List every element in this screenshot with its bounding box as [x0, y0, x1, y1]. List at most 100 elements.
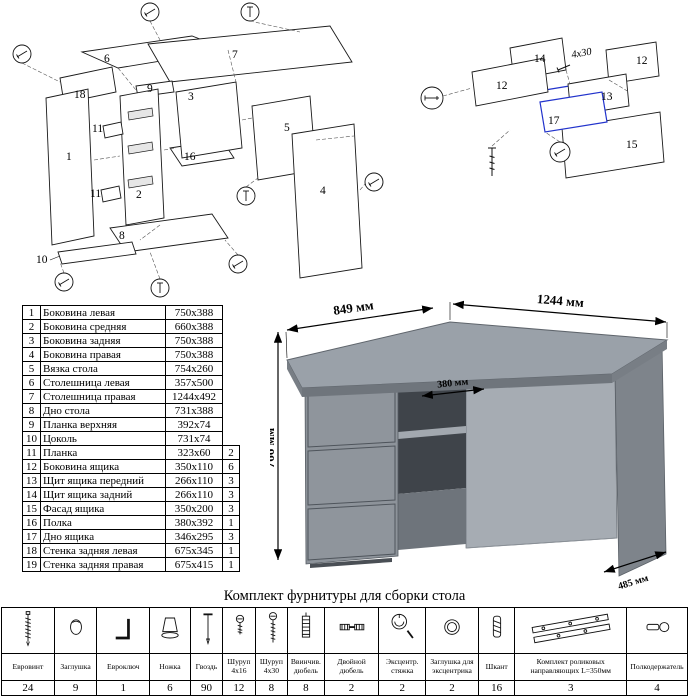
hardware-name: Гвоздь [189, 653, 224, 681]
exploded-assembly-svg: 6 7 18 9 1 11 2 11 16 3 5 4 8 10 [12, 2, 384, 298]
cap-icon [69, 619, 82, 635]
desk-open-niche [398, 380, 466, 494]
parts-table-cell: 6 [222, 459, 240, 474]
parts-table-cell: 4 [22, 347, 41, 362]
parts-table-cell: Боковина правая [40, 347, 166, 362]
drawer-front-2 [307, 445, 396, 506]
alignment-lines [21, 20, 375, 280]
dim-niche: 380 мм [437, 376, 469, 390]
parts-table-cell: Боковина средняя [40, 319, 166, 334]
hardware-kit-table: Евровинт Заглушка Евроключ Ножка Гвоздь … [1, 607, 688, 696]
dim-left-width: 849 мм [332, 297, 374, 318]
hardware-name: Шуруп 4x16 [222, 653, 256, 681]
parts-table-cell: 2 [222, 445, 240, 460]
hardware-kit-title: Комплект фурнитуры для сборки стола [223, 588, 466, 604]
fastener-callouts [12, 2, 384, 298]
drawer-alignment-lines [442, 69, 630, 147]
parts-table-cell: 675x415 [165, 557, 223, 572]
part-label: 16 [184, 151, 196, 163]
hardware-qty: 90 [189, 680, 224, 696]
part-label: 11 [90, 188, 101, 200]
parts-table-cell: 350x200 [165, 501, 223, 516]
loose-screw-glyph [488, 147, 496, 176]
drawer-slide-marks [127, 107, 154, 189]
cam-cap-icon [444, 619, 460, 635]
parts-table-cell: 9 [22, 417, 41, 432]
parts-table-cell: 6 [22, 375, 41, 390]
parts-table-cell: Вязка стола [40, 361, 166, 376]
hardware-name: Ввинчив. дюбель [287, 653, 325, 681]
part-label: 10 [36, 254, 48, 266]
parts-table-cell: Полка [40, 515, 166, 530]
parts-table-cell: 392x74 [165, 417, 223, 432]
hardware-name: Двойной дюбель [323, 653, 380, 681]
part-label: 8 [119, 230, 125, 242]
parts-table-cell: 3 [222, 473, 240, 488]
leg-icon [161, 617, 179, 639]
parts-table-cell: Стенка задняя левая [40, 543, 166, 558]
cam-lock-icon [391, 613, 414, 639]
desk-top-right-edge [612, 340, 667, 383]
hardware-name-row: Евровинт Заглушка Евроключ Ножка Гвоздь … [1, 653, 688, 681]
part-label: 2 [136, 189, 142, 201]
parts-table-cell: Дно ящика [40, 529, 166, 544]
parts-table-cell: 750x388 [165, 347, 223, 362]
screw-size-note: 4x30 [571, 46, 594, 61]
parts-table-cell: 1 [22, 305, 41, 320]
part-label: 12 [496, 80, 508, 92]
hardware-qty: 2 [378, 680, 427, 696]
dimension-lines [273, 300, 667, 573]
hardware-qty-row: 24 9 1 6 90 12 8 8 2 2 2 16 3 4 [1, 680, 688, 696]
hardware-qty: 9 [53, 680, 98, 696]
parts-table-cell: 19 [22, 557, 41, 572]
wood-dowel-icon [492, 615, 501, 638]
desk-dimension-figure: 849 мм 1244 мм 766 мм 380 мм 485 мм [262, 291, 689, 597]
parts-table-cell: 11 [22, 445, 41, 460]
screw-in-dowel-icon [301, 612, 310, 638]
desk-top-front-edge [302, 374, 612, 397]
parts-table-cell: 5 [22, 361, 41, 376]
part-label: 11 [92, 123, 103, 135]
double-dowel-icon [339, 623, 364, 631]
parts-table-cell: Дно стола [40, 403, 166, 418]
confirmat-screw-icon [25, 611, 31, 647]
parts-table-cell: 18 [22, 543, 41, 558]
desk-right-side-panel [614, 343, 667, 577]
parts-table-cell: 13 [22, 473, 41, 488]
screw-4x16-icon [236, 614, 245, 635]
hardware-name: Комплект роликовых направляющих L=350мм [514, 653, 628, 681]
part-label: 1 [66, 151, 72, 163]
hardware-qty: 4 [626, 680, 688, 696]
parts-table-cell: Планка [40, 445, 166, 460]
parts-table-cell: 3 [222, 501, 240, 516]
hardware-name: Полкодержатель [626, 653, 688, 681]
hardware-name: Эксцентр. стяжка [378, 653, 427, 681]
part-number-labels: 6 7 18 9 1 11 2 11 16 3 5 4 8 10 [36, 49, 326, 266]
part-label: 5 [284, 122, 290, 134]
parts-table-cell: 12 [22, 459, 41, 474]
parts-table-cell: 1244x492 [165, 389, 223, 404]
parts-table-cell: 10 [22, 431, 41, 446]
hardware-qty: 12 [222, 680, 256, 696]
parts-table-cell: 1 [222, 515, 240, 530]
parts-table-cell: Боковина левая [40, 305, 166, 320]
part-label: 4 [320, 185, 326, 197]
hardware-name: Ножка [149, 653, 191, 681]
parts-table-cell: 380x392 [165, 515, 223, 530]
hardware-qty: 8 [287, 680, 325, 696]
parts-table-cell: Стенка задняя правая [40, 557, 166, 572]
parts-table-cell: 1 [222, 543, 240, 558]
part-label: 7 [232, 49, 238, 61]
label-leader [49, 255, 61, 261]
